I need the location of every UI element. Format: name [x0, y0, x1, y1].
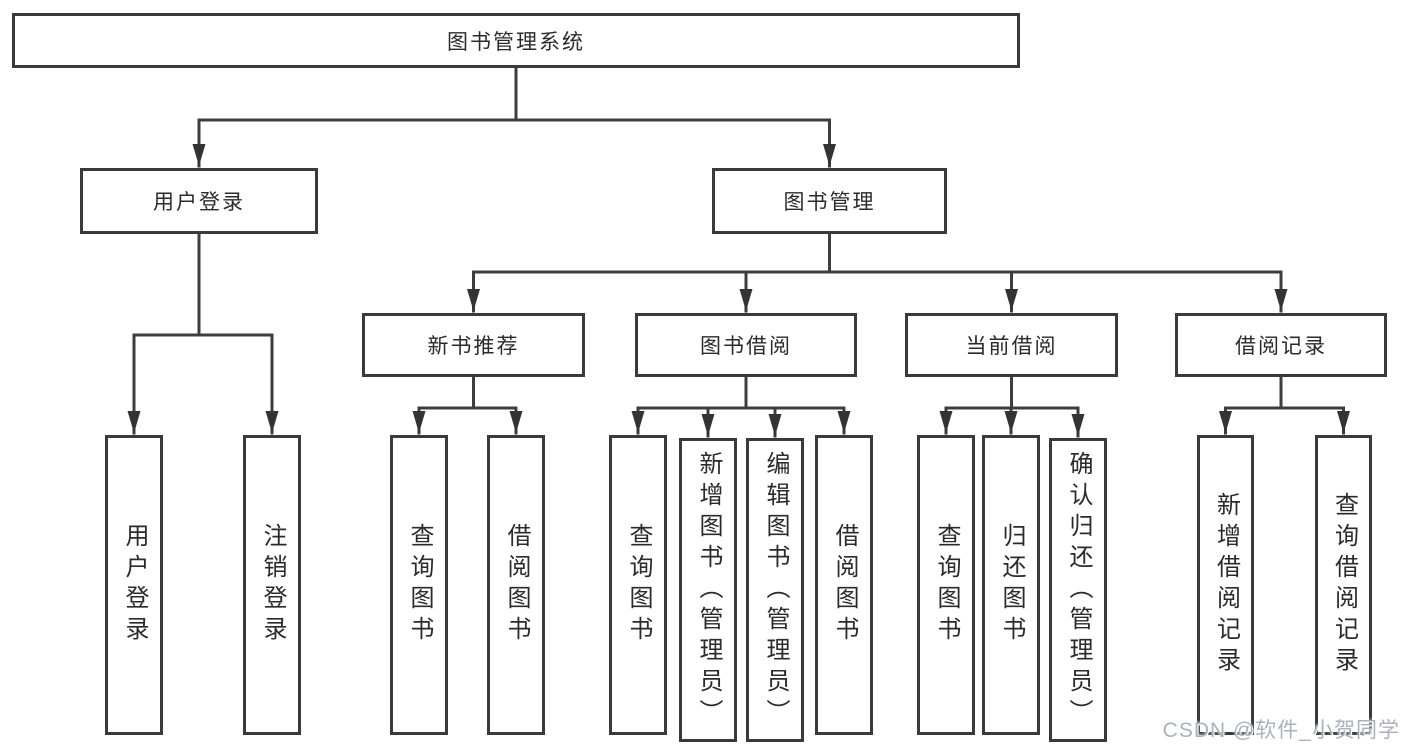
connector-book-management-to-level3 — [467, 232, 1288, 313]
node-new-book-recommendation: 新书推荐 — [362, 313, 585, 377]
node-borrow-books-recommend: 借阅图书 — [487, 435, 545, 735]
node-query-books-recommend: 查询图书 — [390, 435, 448, 735]
node-return-books: 归还图书 — [982, 435, 1040, 735]
connector-current-borrowing-to-leaves — [939, 375, 1085, 438]
node-add-book-admin: 新增图书（管理员） — [679, 438, 737, 742]
connector-root-to-level2 — [192, 66, 836, 168]
node-user-login: 用户登录 — [80, 168, 318, 234]
node-borrowing-records: 借阅记录 — [1175, 313, 1387, 377]
connector-book-borrowing-to-leaves — [631, 375, 851, 438]
node-current-borrowing: 当前借阅 — [905, 313, 1118, 377]
node-query-books-current: 查询图书 — [917, 435, 975, 735]
connector-user-login-to-leaves — [127, 232, 279, 435]
node-add-borrow-record: 新增借阅记录 — [1197, 435, 1254, 735]
node-confirm-return-admin: 确认归还（管理员） — [1049, 438, 1107, 742]
node-user-login-leaf: 用户登录 — [105, 435, 163, 735]
connector-new-book-recommendation-to-leaves — [412, 375, 523, 435]
node-edit-book-admin: 编辑图书（管理员） — [746, 438, 804, 742]
node-root-book-management-system: 图书管理系统 — [12, 13, 1020, 68]
node-query-books-borrowing: 查询图书 — [609, 435, 667, 735]
node-logout: 注销登录 — [243, 435, 301, 735]
node-book-borrowing: 图书借阅 — [635, 313, 857, 377]
node-book-management: 图书管理 — [712, 168, 947, 234]
node-borrow-books-leaf: 借阅图书 — [815, 435, 873, 735]
node-query-borrow-record: 查询借阅记录 — [1315, 435, 1372, 735]
connector-borrowing-records-to-leaves — [1219, 375, 1350, 435]
watermark: CSDN @软件_小贺同学 — [1162, 719, 1400, 742]
